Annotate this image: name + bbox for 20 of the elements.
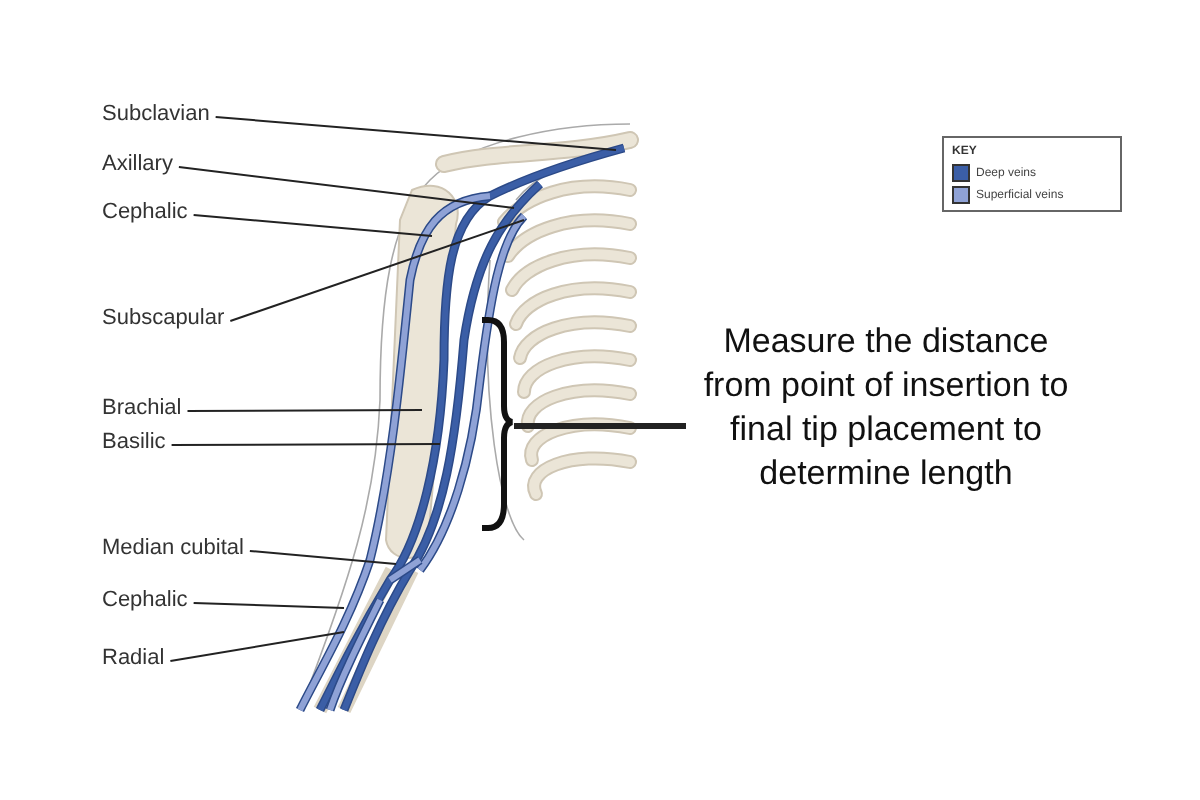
leader-line [186,409,423,412]
vein-label: Basilic [102,430,166,456]
vein-label: Axillary [102,152,173,178]
leader-line [177,166,515,209]
leader-line [170,443,441,446]
leader-line [169,631,345,662]
leader-line [214,116,617,151]
leader-line [192,602,345,609]
vein-label: Cephalic [102,588,188,614]
vein-label: Brachial [102,396,182,422]
vein-label: Median cubital [102,536,244,562]
vein-label: Radial [102,646,165,672]
instruction-text: Measure the distance from point of insertion to final tip placement to determine length [690,320,1082,496]
vein-label: Cephalic [102,200,188,226]
leader-line [229,219,525,322]
leader-line [192,214,433,237]
vein-label: Subscapular [102,306,225,332]
connector-line [514,423,686,429]
vein-label: Subclavian [102,102,210,128]
leader-line [248,550,397,565]
